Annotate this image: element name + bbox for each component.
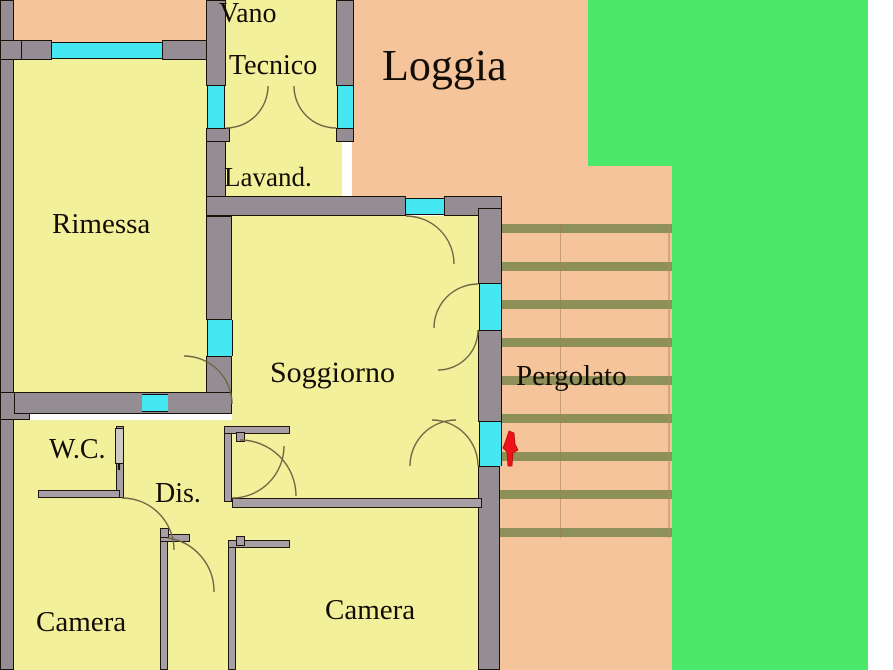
wall-vano-right-lower <box>336 128 354 142</box>
wall-lavanderia-bottom <box>206 196 406 216</box>
room-label-loggia: Loggia <box>382 41 507 90</box>
window-soggiorno-east-lower <box>479 422 502 466</box>
window-soggiorno-west <box>207 320 233 356</box>
wall-soggiorno-bottom <box>232 498 482 508</box>
loggia-fill-left <box>14 0 224 44</box>
room-label-camera-right: Camera <box>325 594 416 626</box>
room-label-lavanderia: Lavand. <box>224 162 312 192</box>
door-leaf-wc <box>115 428 124 464</box>
wall-camera-right-top <box>228 540 290 548</box>
room-label-soggiorno: Soggiorno <box>270 356 396 389</box>
room-label-dis: Dis. <box>155 478 201 509</box>
door-jamb-camera-left <box>160 528 169 538</box>
rimessa-fill <box>14 44 224 394</box>
pergolato-fill-upper-connector <box>498 166 590 216</box>
wall-camera-divider-stub <box>160 534 190 542</box>
window-rimessa-south <box>142 394 168 412</box>
room-label-rimessa: Rimessa <box>52 208 151 240</box>
entry-arrow-marker <box>502 430 519 467</box>
wall-vano-right-upper <box>336 0 354 86</box>
wall-dis-camera-right-top <box>224 426 290 434</box>
lavanderia-fill <box>224 104 342 198</box>
room-label-wc: W.C. <box>49 434 106 465</box>
door-jamb-camera-right <box>236 536 245 546</box>
wall-vano-lavand-divider <box>206 128 230 142</box>
vano-tecnico-fill <box>224 0 342 104</box>
wall-pergolato-door-head <box>478 208 502 284</box>
door-jamb-dis-top <box>236 432 245 442</box>
room-label-tecnico: Tecnico <box>229 50 318 81</box>
wall-soggiorno-right-mid <box>478 330 502 422</box>
garden-green-upper <box>588 0 868 166</box>
room-label-camera-left: Camera <box>36 606 127 638</box>
wall-rimessa-right-upper <box>206 0 226 86</box>
window-soggiorno-north <box>406 198 444 215</box>
window-vano-tecnico-east <box>337 86 354 128</box>
wall-exterior-left-cross <box>0 40 22 60</box>
room-label-vano: Vano <box>219 0 277 29</box>
window-vano-tecnico-west <box>207 86 225 128</box>
window-soggiorno-east-upper <box>479 284 502 330</box>
garden-green-lower <box>672 164 868 670</box>
wall-soggiorno-left-upper <box>206 216 232 320</box>
window-rimessa-north <box>52 42 162 59</box>
room-label-pergolato: Pergolato <box>516 360 627 392</box>
wall-wc-bottom <box>38 490 120 498</box>
